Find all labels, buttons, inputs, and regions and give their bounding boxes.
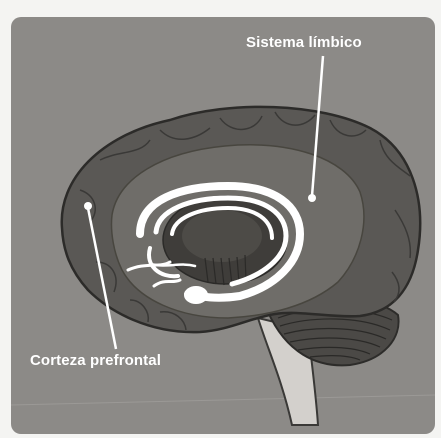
label-limbic-system: Sistema límbico [246, 34, 362, 51]
limbic-pointer-dot [308, 194, 316, 202]
prefrontal-pointer-dot [84, 202, 92, 210]
amygdala [184, 286, 208, 304]
label-prefrontal-cortex: Corteza prefrontal [30, 352, 161, 369]
